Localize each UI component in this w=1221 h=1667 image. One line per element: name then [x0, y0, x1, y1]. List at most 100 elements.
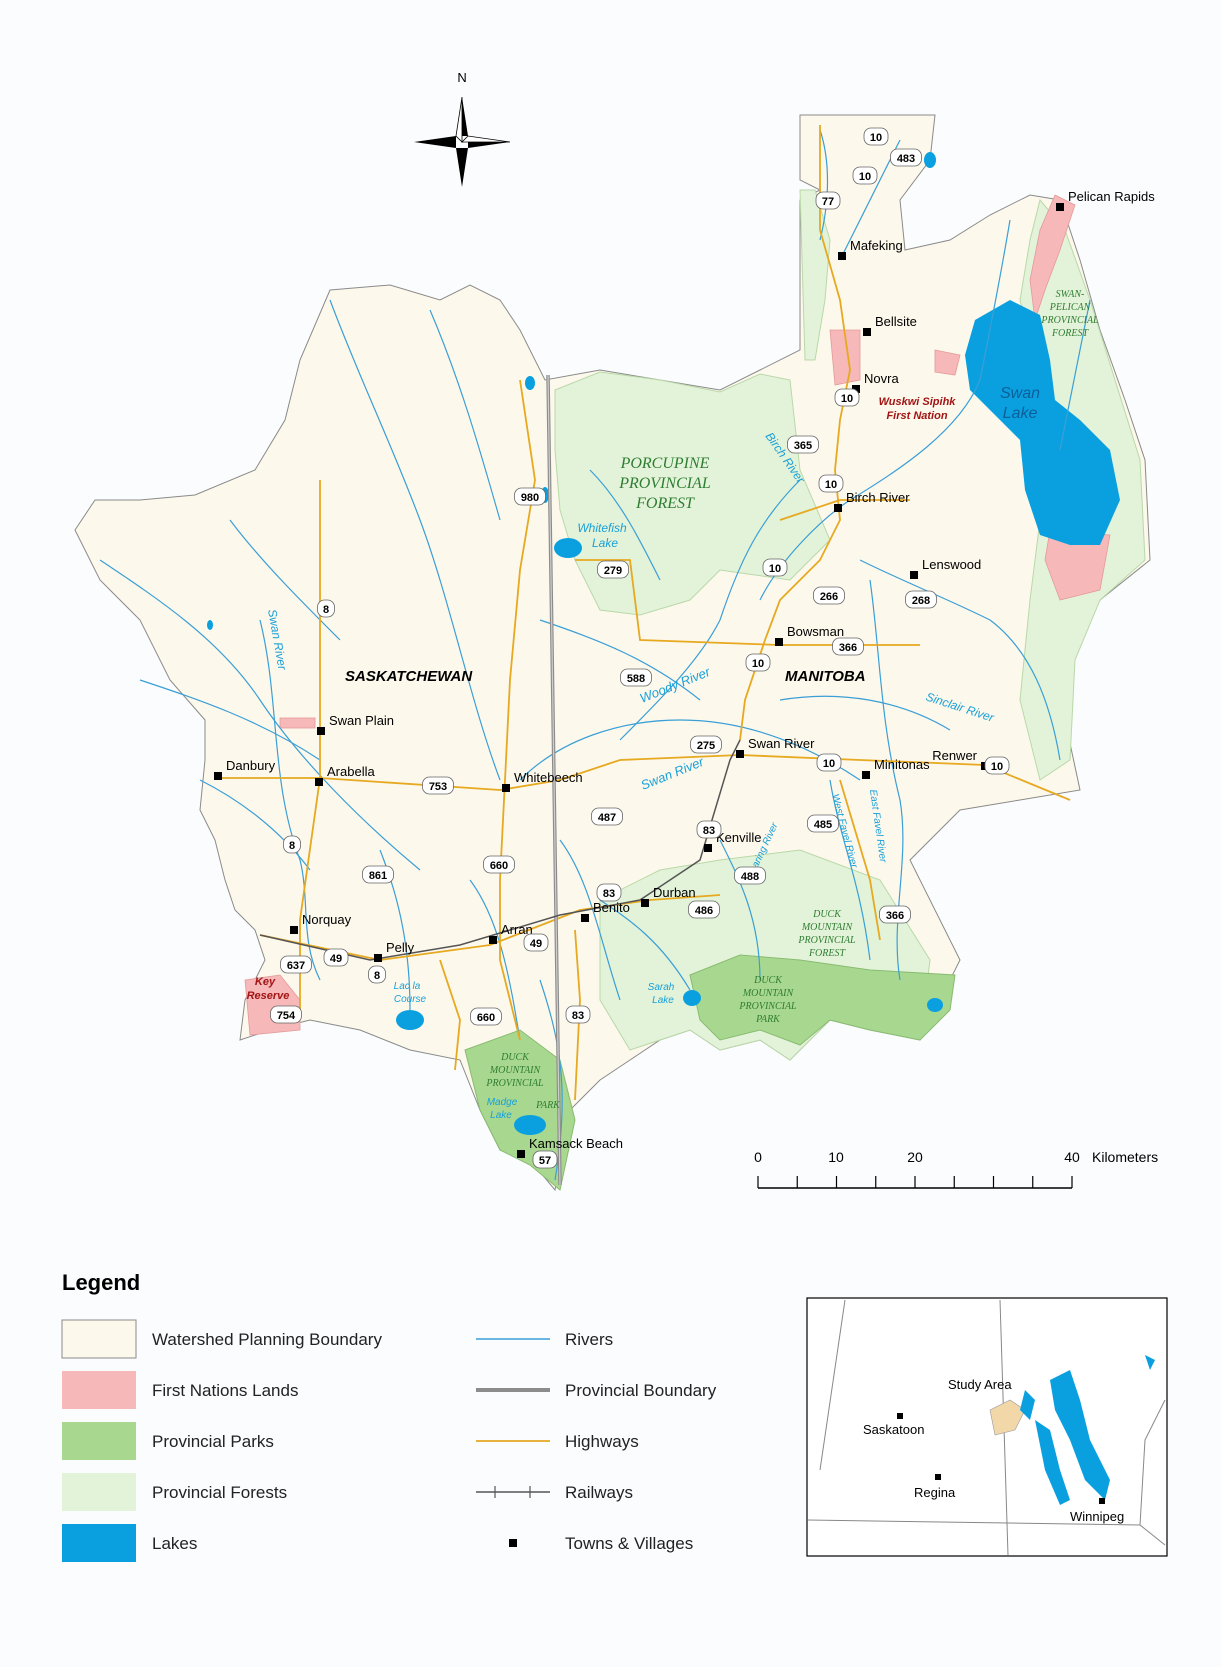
town-norquay: Norquay	[290, 912, 352, 934]
highway-shield-366: 366	[832, 637, 864, 656]
highway-shield-57: 57	[532, 1150, 558, 1169]
svg-text:753: 753	[429, 781, 447, 793]
highway-shield-83: 83	[565, 1005, 591, 1024]
inset-title: Study Area	[948, 1377, 1012, 1392]
town-mafeking: Mafeking	[838, 238, 903, 260]
svg-text:FOREST: FOREST	[635, 495, 695, 512]
svg-text:10: 10	[859, 171, 871, 183]
svg-text:Whitefish: Whitefish	[577, 521, 627, 535]
svg-text:660: 660	[490, 860, 508, 872]
town-birch-river: Birch River	[834, 490, 910, 512]
legend-swatch-parks	[62, 1422, 136, 1460]
svg-text:8: 8	[323, 604, 329, 616]
svg-text:588: 588	[627, 673, 645, 685]
town-marker	[838, 252, 846, 260]
town-marker	[502, 784, 510, 792]
highway-shield-637: 637	[280, 955, 312, 974]
town-marker	[736, 750, 744, 758]
svg-text:First Nation: First Nation	[886, 410, 947, 422]
legend-label-highways: Highways	[565, 1432, 639, 1451]
svg-text:487: 487	[598, 812, 616, 824]
label-manitoba: MANITOBA	[785, 668, 866, 685]
legend-swatch-railways	[476, 1486, 550, 1498]
town-label: Birch River	[846, 490, 910, 505]
duck-mountain-park-sk-label: DUCK MOUNTAIN PROVINCIAL PARK	[485, 1052, 561, 1111]
svg-text:10: 10	[841, 393, 853, 405]
svg-text:Sarah: Sarah	[648, 982, 675, 993]
whitefish-lake-label: Whitefish Lake	[577, 521, 627, 550]
svg-text:77: 77	[822, 196, 834, 208]
highway-shield-10: 10	[762, 558, 788, 577]
highway-shield-10: 10	[834, 388, 860, 407]
svg-text:268: 268	[912, 595, 930, 607]
highway-shield-10: 10	[818, 474, 844, 493]
svg-text:279: 279	[604, 565, 622, 577]
highway-shield-366: 366	[879, 905, 911, 924]
highway-shield-10: 10	[816, 753, 842, 772]
legend-label-watershed: Watershed Planning Boundary	[152, 1330, 382, 1349]
svg-text:PROVINCIAL: PROVINCIAL	[797, 935, 856, 946]
highway-shield-49: 49	[523, 933, 549, 952]
legend: Legend Watershed Planning Boundary First…	[61, 1270, 717, 1562]
town-swan-river: Swan River	[736, 736, 815, 758]
svg-text:10: 10	[752, 658, 764, 670]
scale-unit: Kilometers	[1092, 1149, 1158, 1165]
svg-text:83: 83	[703, 825, 715, 837]
town-benito: Benito	[581, 900, 630, 922]
svg-text:MOUNTAIN: MOUNTAIN	[489, 1065, 542, 1076]
svg-text:Lake: Lake	[1003, 405, 1038, 422]
scale-tick-40: 40	[1064, 1149, 1080, 1165]
svg-text:PARK: PARK	[535, 1100, 561, 1111]
svg-text:10: 10	[870, 132, 882, 144]
town-kamsack-beach: Kamsack Beach	[517, 1136, 623, 1158]
highway-shield-279: 279	[597, 560, 629, 579]
key-reserve-label: Key Reserve	[247, 976, 290, 1002]
town-lenswood: Lenswood	[910, 557, 981, 579]
svg-text:MOUNTAIN: MOUNTAIN	[742, 988, 795, 999]
town-marker	[315, 778, 323, 786]
svg-text:Madge: Madge	[487, 1097, 518, 1108]
highway-shield-660: 660	[470, 1007, 502, 1026]
town-arran: Arran	[489, 922, 533, 944]
svg-text:486: 486	[695, 905, 713, 917]
duck-mountain-park-sk	[464, 1029, 576, 1191]
scale-tick-20: 20	[907, 1149, 923, 1165]
duck-mountain-park-mb-label: DUCK MOUNTAIN PROVINCIAL PARK	[738, 975, 797, 1025]
town-label: Bellsite	[875, 314, 917, 329]
town-minitonas: Minitonas	[862, 757, 930, 779]
highway-shield-754: 754	[270, 1005, 302, 1024]
town-label: Mafeking	[850, 238, 903, 253]
highway-shield-8: 8	[317, 599, 335, 618]
svg-text:275: 275	[697, 740, 715, 752]
svg-text:FOREST: FOREST	[808, 948, 847, 959]
svg-text:8: 8	[289, 840, 295, 852]
legend-label-rivers: Rivers	[565, 1330, 613, 1349]
scale-tick-0: 0	[754, 1149, 762, 1165]
town-marker	[641, 899, 649, 907]
inset-city-winnipeg: Winnipeg	[1070, 1509, 1124, 1524]
town-label: Whitebeech	[514, 770, 583, 785]
town-label: Durban	[653, 885, 696, 900]
whitefish-lake	[554, 538, 582, 558]
svg-text:488: 488	[741, 871, 759, 883]
town-bowsman: Bowsman	[775, 624, 844, 646]
highway-shield-660: 660	[483, 855, 515, 874]
madge-lake	[514, 1115, 546, 1135]
svg-text:Lake: Lake	[652, 995, 674, 1006]
porcupine-forest-label: PORCUPINE PROVINCIAL FOREST	[618, 455, 711, 512]
town-pelican-rapids: Pelican Rapids	[1056, 189, 1155, 211]
svg-text:PARK: PARK	[755, 1014, 781, 1025]
legend-label-railways: Railways	[565, 1483, 633, 1502]
highway-shield-588: 588	[620, 668, 652, 687]
town-label: Norquay	[302, 912, 352, 927]
town-marker	[862, 771, 870, 779]
town-label: Benito	[593, 900, 630, 915]
town-label: Swan Plain	[329, 713, 394, 728]
legend-label-lakes: Lakes	[152, 1534, 197, 1553]
north-arrow: N	[414, 70, 511, 187]
highway-shield-486: 486	[688, 900, 720, 919]
label-saskatchewan: SASKATCHEWAN	[345, 668, 473, 685]
town-durban: Durban	[641, 885, 696, 907]
highway-shield-487: 487	[591, 807, 623, 826]
